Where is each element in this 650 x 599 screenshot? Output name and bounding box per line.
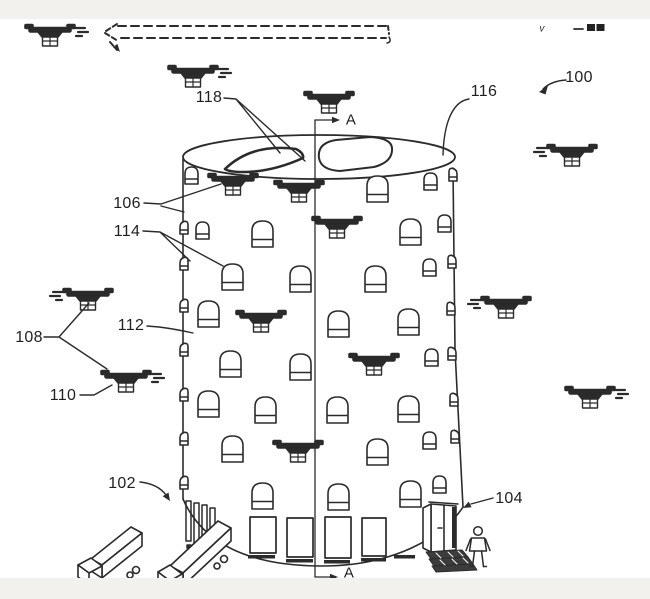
door-steps [425, 549, 478, 573]
window-front [251, 220, 274, 248]
window-front [197, 300, 220, 328]
drone-on-tower-upper [311, 215, 363, 239]
window-front [327, 483, 350, 511]
window-edge-right [448, 167, 458, 182]
window-front [397, 308, 420, 336]
truck-1 [77, 526, 143, 586]
window-side [424, 348, 439, 367]
drone-on-tower-right [348, 352, 400, 376]
window-side [432, 475, 447, 494]
top-margin [0, 0, 650, 19]
window-front [364, 265, 387, 293]
section-letter-top: A [345, 111, 357, 129]
drone-upper-right [532, 143, 598, 167]
window-front [197, 390, 220, 418]
window-side [437, 214, 452, 233]
partial-drone-top-right [573, 24, 605, 31]
drone-mid-right [466, 295, 532, 319]
window-edge-left [179, 342, 189, 357]
drone-on-tower-lower [272, 439, 324, 463]
arrow-104 [463, 497, 494, 508]
window-front [326, 396, 349, 424]
window-edge-left [179, 387, 189, 402]
label-102: 102 [108, 475, 136, 492]
leader-114 [142, 230, 224, 267]
tower-roof-rim [182, 134, 456, 180]
drone-mid-left-lower [100, 369, 166, 393]
window-edge-left [179, 256, 189, 271]
leader-118 [223, 97, 306, 162]
window-front [254, 396, 277, 424]
label-100: 100 [565, 69, 593, 86]
drone-upper-left [167, 64, 233, 88]
loading-bays [248, 516, 415, 564]
label-112: 112 [117, 317, 145, 334]
leader-108 [43, 302, 108, 370]
flight-corridor [104, 23, 391, 52]
window-edge-left [179, 475, 189, 490]
label-108: 108 [15, 329, 43, 346]
window-front [219, 350, 242, 378]
stray-mark: v [539, 23, 545, 35]
leader-106 [143, 183, 222, 213]
tower-right-wall [452, 167, 464, 508]
window-front [399, 218, 422, 246]
drone-mid-left-upper [48, 287, 114, 311]
corridor-arrowhead [112, 43, 120, 52]
window-edge-left [179, 298, 189, 313]
window-edge-right [447, 254, 457, 269]
window-front [221, 435, 244, 463]
window-edge-left [179, 220, 189, 235]
window-side [422, 258, 437, 277]
drone-on-tower-left [235, 309, 287, 333]
arrow-102 [139, 481, 170, 501]
bottom-margin [0, 578, 650, 599]
window-edge-right [450, 429, 460, 444]
section-arrow-top [332, 116, 340, 124]
window-front [251, 482, 274, 510]
label-110: 110 [49, 387, 77, 404]
label-104: 104 [495, 490, 523, 507]
section-letter-bottom: A [343, 564, 355, 582]
leader-116 [442, 98, 470, 156]
label-118: 118 [195, 89, 223, 106]
window-front [221, 263, 244, 291]
window-edge-right [447, 346, 457, 361]
drone-perched-rim-left [207, 172, 259, 196]
leader-lines [43, 79, 567, 508]
drone-fleet [24, 23, 630, 463]
window-side [423, 172, 438, 191]
window-front [289, 265, 312, 293]
leader-112 [146, 325, 194, 334]
person-figure [465, 525, 491, 568]
drone-top-left [24, 23, 90, 47]
drone-perched-rim-center [273, 179, 325, 203]
roof-opening-left [223, 146, 305, 174]
roof-opening-right [317, 136, 394, 172]
label-116: 116 [470, 83, 498, 100]
window-edge-right [449, 392, 459, 407]
window-side [422, 431, 437, 450]
window-edge-left [179, 431, 189, 446]
window-front [366, 438, 389, 466]
leader-110 [79, 384, 113, 396]
window-front [366, 175, 389, 203]
arrow-100 [539, 79, 567, 95]
window-front [397, 395, 420, 423]
window-grid [179, 166, 460, 511]
window-front [289, 353, 312, 381]
window-side [195, 221, 210, 240]
label-106: 106 [113, 195, 141, 212]
label-114: 114 [113, 223, 141, 240]
window-edge-right [446, 301, 456, 316]
window-front [327, 310, 350, 338]
drone-lower-right [564, 385, 630, 409]
entrance-door [422, 501, 478, 573]
drone-above-roof [303, 90, 355, 114]
window-front [399, 480, 422, 508]
window-side [184, 166, 199, 185]
